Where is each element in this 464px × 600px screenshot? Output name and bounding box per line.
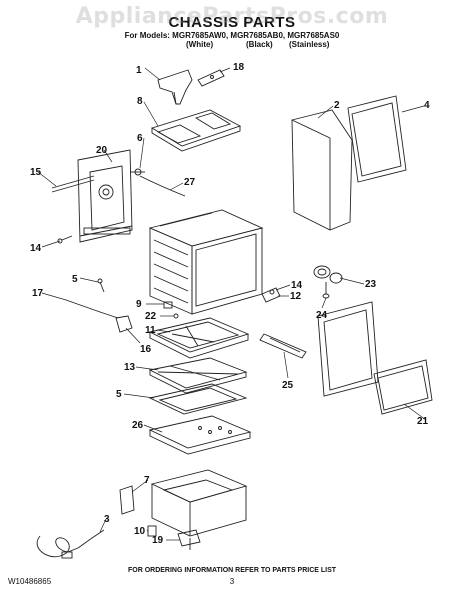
callout-6: 6 (137, 133, 143, 144)
callout-10: 10 (134, 526, 146, 537)
part-10-switch (147, 525, 157, 537)
drawer-frame (150, 469, 248, 537)
document-number: W10486865 (8, 577, 52, 586)
page-title: CHASSIS PARTS (168, 14, 296, 31)
part-27-wire (139, 175, 186, 197)
callout-8: 8 (137, 96, 143, 107)
part-25-bracket (259, 333, 307, 359)
part-2-side-panel (291, 109, 353, 231)
part-6-screw (130, 168, 145, 176)
part-26-bottom-panel (148, 415, 252, 455)
callout-17: 17 (32, 288, 44, 299)
callout-14-left: 14 (30, 243, 42, 254)
variant-stainless: (Stainless) (289, 40, 330, 49)
part-18-clip (197, 69, 225, 87)
callout-14-right: 14 (291, 280, 303, 291)
part-17-wire (65, 299, 119, 319)
part-20-rear-panel (77, 149, 133, 243)
part-13-cover (148, 357, 248, 394)
models-line: For Models: MGR7685AW0, MGR7685AB0, MGR7… (124, 31, 340, 40)
callout-13: 13 (124, 362, 136, 373)
part-22-screw (173, 313, 179, 319)
part-5-plate (148, 383, 248, 415)
callout-5-screw: 5 (72, 274, 78, 285)
part-5-screw (97, 278, 105, 293)
callout-2: 2 (334, 100, 340, 111)
part-8-vent-plate (150, 109, 242, 152)
callout-26: 26 (132, 420, 144, 431)
callout-11: 11 (145, 325, 156, 336)
part-7-bracket (119, 485, 135, 515)
part-21-gasket (373, 359, 433, 415)
part-1-vent-trim (157, 69, 193, 105)
callout-19: 19 (152, 535, 164, 546)
callout-25: 25 (282, 380, 294, 391)
part-16-connector (115, 315, 133, 333)
page-number: 3 (229, 577, 235, 586)
callout-1: 1 (136, 65, 142, 76)
leader-lines (37, 67, 427, 541)
part-4-frame (347, 95, 407, 183)
part-3-power-cord (36, 529, 105, 559)
model-variants: (White) (Black) (Stainless) (0, 40, 464, 52)
part-11-tray (148, 317, 250, 359)
part-14-screw-left (57, 235, 73, 244)
callout-12: 12 (290, 291, 302, 302)
part-9-clip (163, 301, 173, 309)
callout-labels: 1 18 8 2 4 6 20 27 15 14 5 14 12 23 17 9… (30, 62, 430, 546)
callout-27: 27 (184, 177, 196, 188)
callout-4: 4 (424, 100, 430, 111)
part-19-leveling-leg (177, 529, 201, 550)
part-12-bracket (261, 287, 281, 303)
callout-15: 15 (30, 167, 42, 178)
variant-white: (White) (186, 40, 214, 49)
part-23-knob-assembly (313, 265, 343, 299)
oven-cavity (148, 209, 264, 315)
callout-20: 20 (96, 145, 108, 156)
variant-black: (Black) (246, 40, 273, 49)
callout-24: 24 (316, 310, 328, 321)
ordering-note: FOR ORDERING INFORMATION REFER TO PARTS … (127, 567, 337, 574)
part-15-rod (51, 175, 95, 193)
callout-9: 9 (136, 299, 142, 310)
callout-22: 22 (145, 311, 157, 322)
oven-door-frame (317, 301, 379, 397)
callout-16: 16 (140, 344, 152, 355)
callout-5-plate: 5 (116, 389, 122, 400)
callout-3: 3 (104, 514, 110, 525)
callout-23: 23 (365, 279, 377, 290)
callout-18: 18 (233, 62, 245, 73)
callout-21: 21 (417, 416, 429, 427)
callout-7: 7 (144, 475, 150, 486)
